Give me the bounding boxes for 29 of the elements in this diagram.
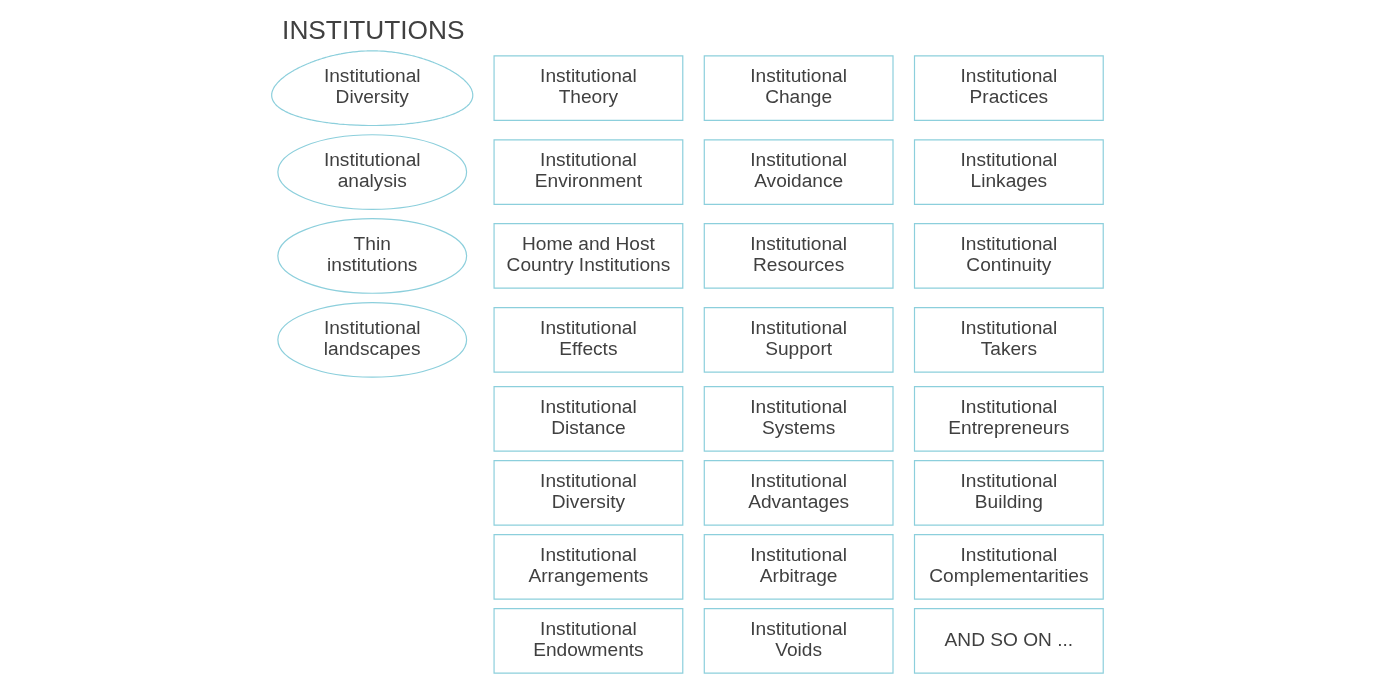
node-ellipse: Institutional analysis [276, 134, 467, 210]
node-box: Institutional Diversity [492, 460, 683, 526]
node-box: Institutional Continuity [913, 223, 1104, 289]
node-box: Institutional Theory [492, 55, 683, 122]
node-box: Institutional Takers [913, 307, 1104, 373]
node-box: Institutional Effects [492, 307, 683, 373]
node-box: AND SO ON ... [913, 608, 1104, 674]
node-box: Home and Host Country Institutions [492, 223, 683, 289]
node-box: Institutional Advantages [703, 460, 894, 526]
node-ellipse: Thin institutions [276, 218, 467, 294]
node-box: Institutional Building [913, 460, 1104, 526]
diagram-title: INSTITUTIONS [281, 14, 465, 45]
node-box: Institutional Voids [703, 608, 894, 674]
node-ellipse: Institutional landscapes [276, 301, 467, 378]
node-box: Institutional Arrangements [492, 534, 683, 600]
node-box: Institutional Arbitrage [703, 534, 894, 600]
node-ellipse: Institutional Diversity [270, 50, 473, 127]
node-box: Institutional Environment [492, 139, 683, 205]
node-box: Institutional Avoidance [703, 139, 894, 205]
node-box: Institutional Distance [492, 385, 683, 452]
node-box: Institutional Endowments [492, 608, 683, 674]
node-box: Institutional Support [703, 307, 894, 373]
node-box: Institutional Complementarities [913, 534, 1104, 600]
node-box: Institutional Systems [703, 385, 894, 452]
node-box: Institutional Entrepreneurs [913, 385, 1104, 452]
node-box: Institutional Linkages [913, 139, 1104, 205]
node-box: Institutional Resources [703, 223, 894, 289]
node-box: Institutional Change [703, 55, 894, 122]
node-box: Institutional Practices [913, 55, 1104, 122]
